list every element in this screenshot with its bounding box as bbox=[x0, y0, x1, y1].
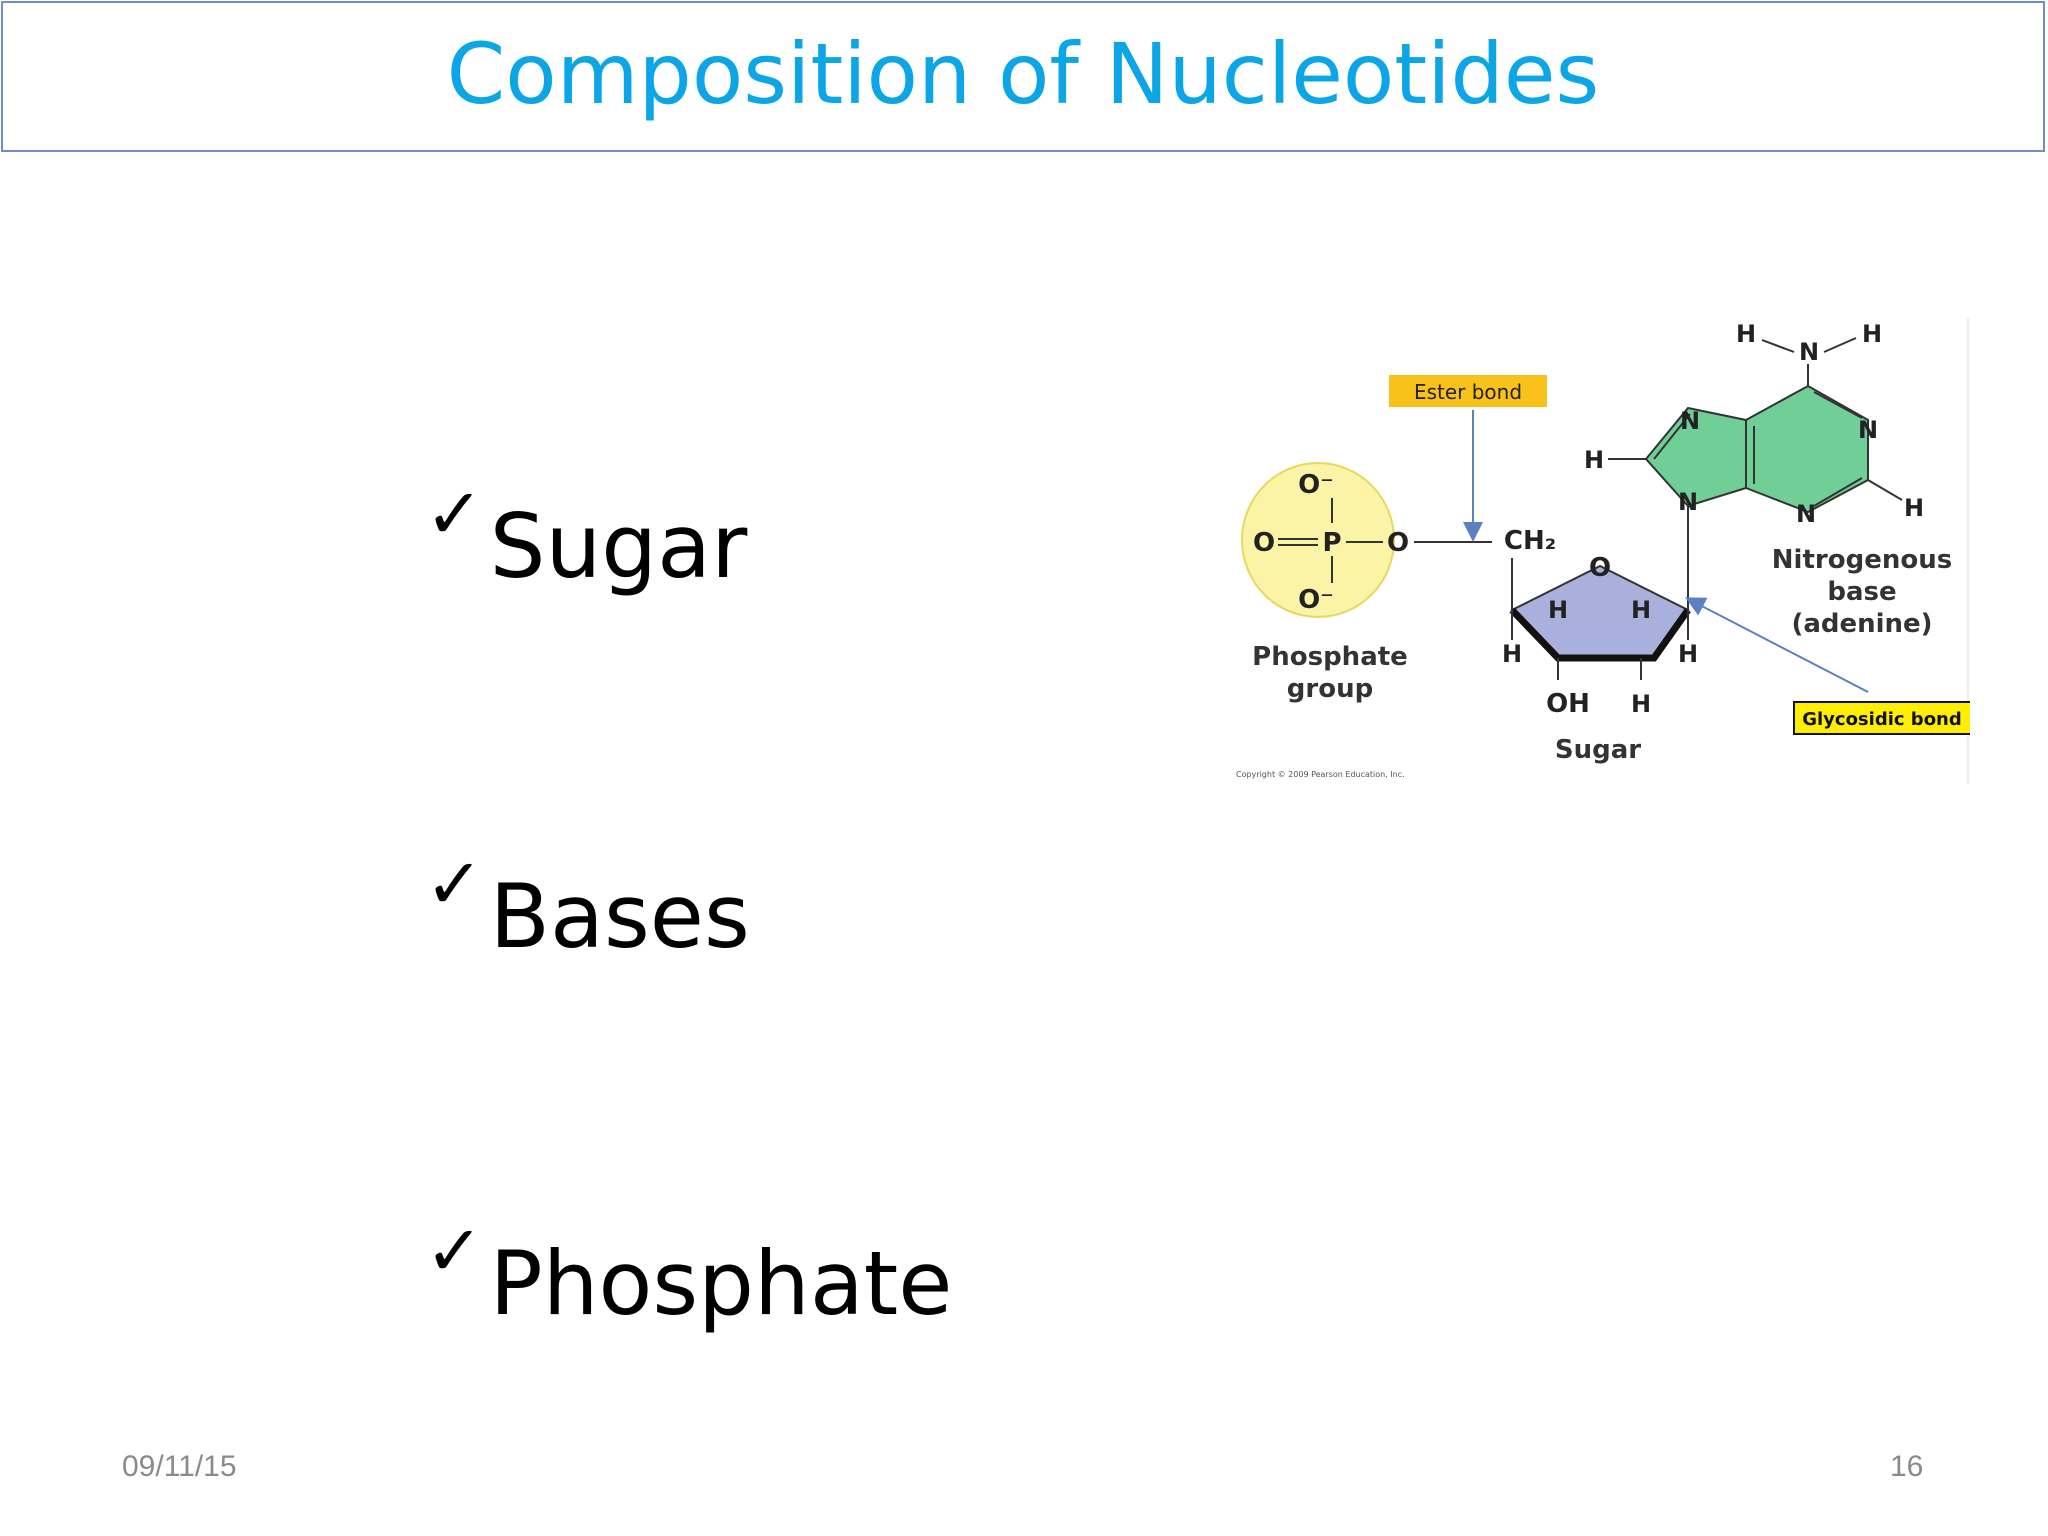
phosphate-label-1: Phosphate bbox=[1252, 642, 1408, 672]
sugar-label: Sugar bbox=[1555, 735, 1641, 765]
atom-o-minus-top: O⁻ bbox=[1298, 470, 1334, 500]
title-box: Composition of Nucleotides bbox=[1, 1, 2045, 152]
slide-title: Composition of Nucleotides bbox=[446, 25, 1600, 123]
atom-h5: H bbox=[1631, 690, 1651, 718]
atom-ring-o: O bbox=[1589, 553, 1611, 583]
ester-bond-label-box bbox=[1389, 375, 1547, 407]
glycosidic-bond-label-box bbox=[1793, 701, 1970, 735]
base-six-ring bbox=[1745, 384, 1869, 514]
atom-h3: H bbox=[1502, 640, 1522, 668]
bullet-sugar: ✓ Sugar bbox=[425, 479, 748, 598]
atom-h8: H bbox=[1584, 446, 1604, 474]
bullet-phosphate: ✓ Phosphate bbox=[425, 1216, 953, 1335]
atom-o-left: O bbox=[1253, 528, 1275, 558]
atom-h-nl: H bbox=[1736, 320, 1756, 348]
atom-n3: N bbox=[1796, 500, 1816, 528]
base-label-1: Nitrogenous bbox=[1772, 545, 1952, 575]
atom-ch2: CH₂ bbox=[1504, 526, 1556, 556]
base-label-2: base bbox=[1827, 577, 1896, 607]
atom-o-minus-bottom: O⁻ bbox=[1298, 585, 1334, 615]
checkmark-icon: ✓ bbox=[425, 1210, 484, 1292]
atom-n9: N bbox=[1678, 488, 1698, 516]
bullet-text: Sugar bbox=[489, 495, 748, 598]
glycosidic-bond-label: Glycosidic bond bbox=[1802, 709, 1962, 730]
phosphate-label-2: group bbox=[1287, 674, 1373, 704]
checkmark-icon: ✓ bbox=[425, 843, 484, 925]
checkmark-icon: ✓ bbox=[425, 473, 484, 555]
atom-n7: N bbox=[1680, 407, 1700, 435]
atom-h2b: H bbox=[1904, 494, 1924, 522]
bullet-text: Phosphate bbox=[489, 1232, 953, 1335]
atom-h-nr: H bbox=[1862, 320, 1882, 348]
base-label-3: (adenine) bbox=[1791, 609, 1932, 639]
atom-n-top: N bbox=[1799, 338, 1819, 366]
atom-oh: OH bbox=[1546, 689, 1590, 719]
base-five-ring bbox=[1644, 406, 1747, 508]
atom-h4: H bbox=[1678, 640, 1698, 668]
atom-h2: H bbox=[1631, 596, 1651, 624]
ester-bond-label: Ester bond bbox=[1414, 380, 1522, 404]
slide-page-number: 16 bbox=[1890, 1450, 1924, 1483]
bullet-bases: ✓ Bases bbox=[425, 849, 750, 968]
slide-date: 09/11/15 bbox=[122, 1450, 237, 1483]
copyright-text: Copyright © 2009 Pearson Education, Inc. bbox=[1236, 770, 1405, 779]
bullet-text: Bases bbox=[489, 865, 750, 968]
atom-h1: H bbox=[1548, 596, 1568, 624]
atom-o-right: O bbox=[1387, 528, 1409, 558]
nucleotide-diagram: O⁻ O⁻ O P O Phosphate group Ester bond C… bbox=[1236, 318, 1970, 784]
atom-p: P bbox=[1322, 528, 1341, 558]
atom-n1: N bbox=[1858, 416, 1878, 444]
